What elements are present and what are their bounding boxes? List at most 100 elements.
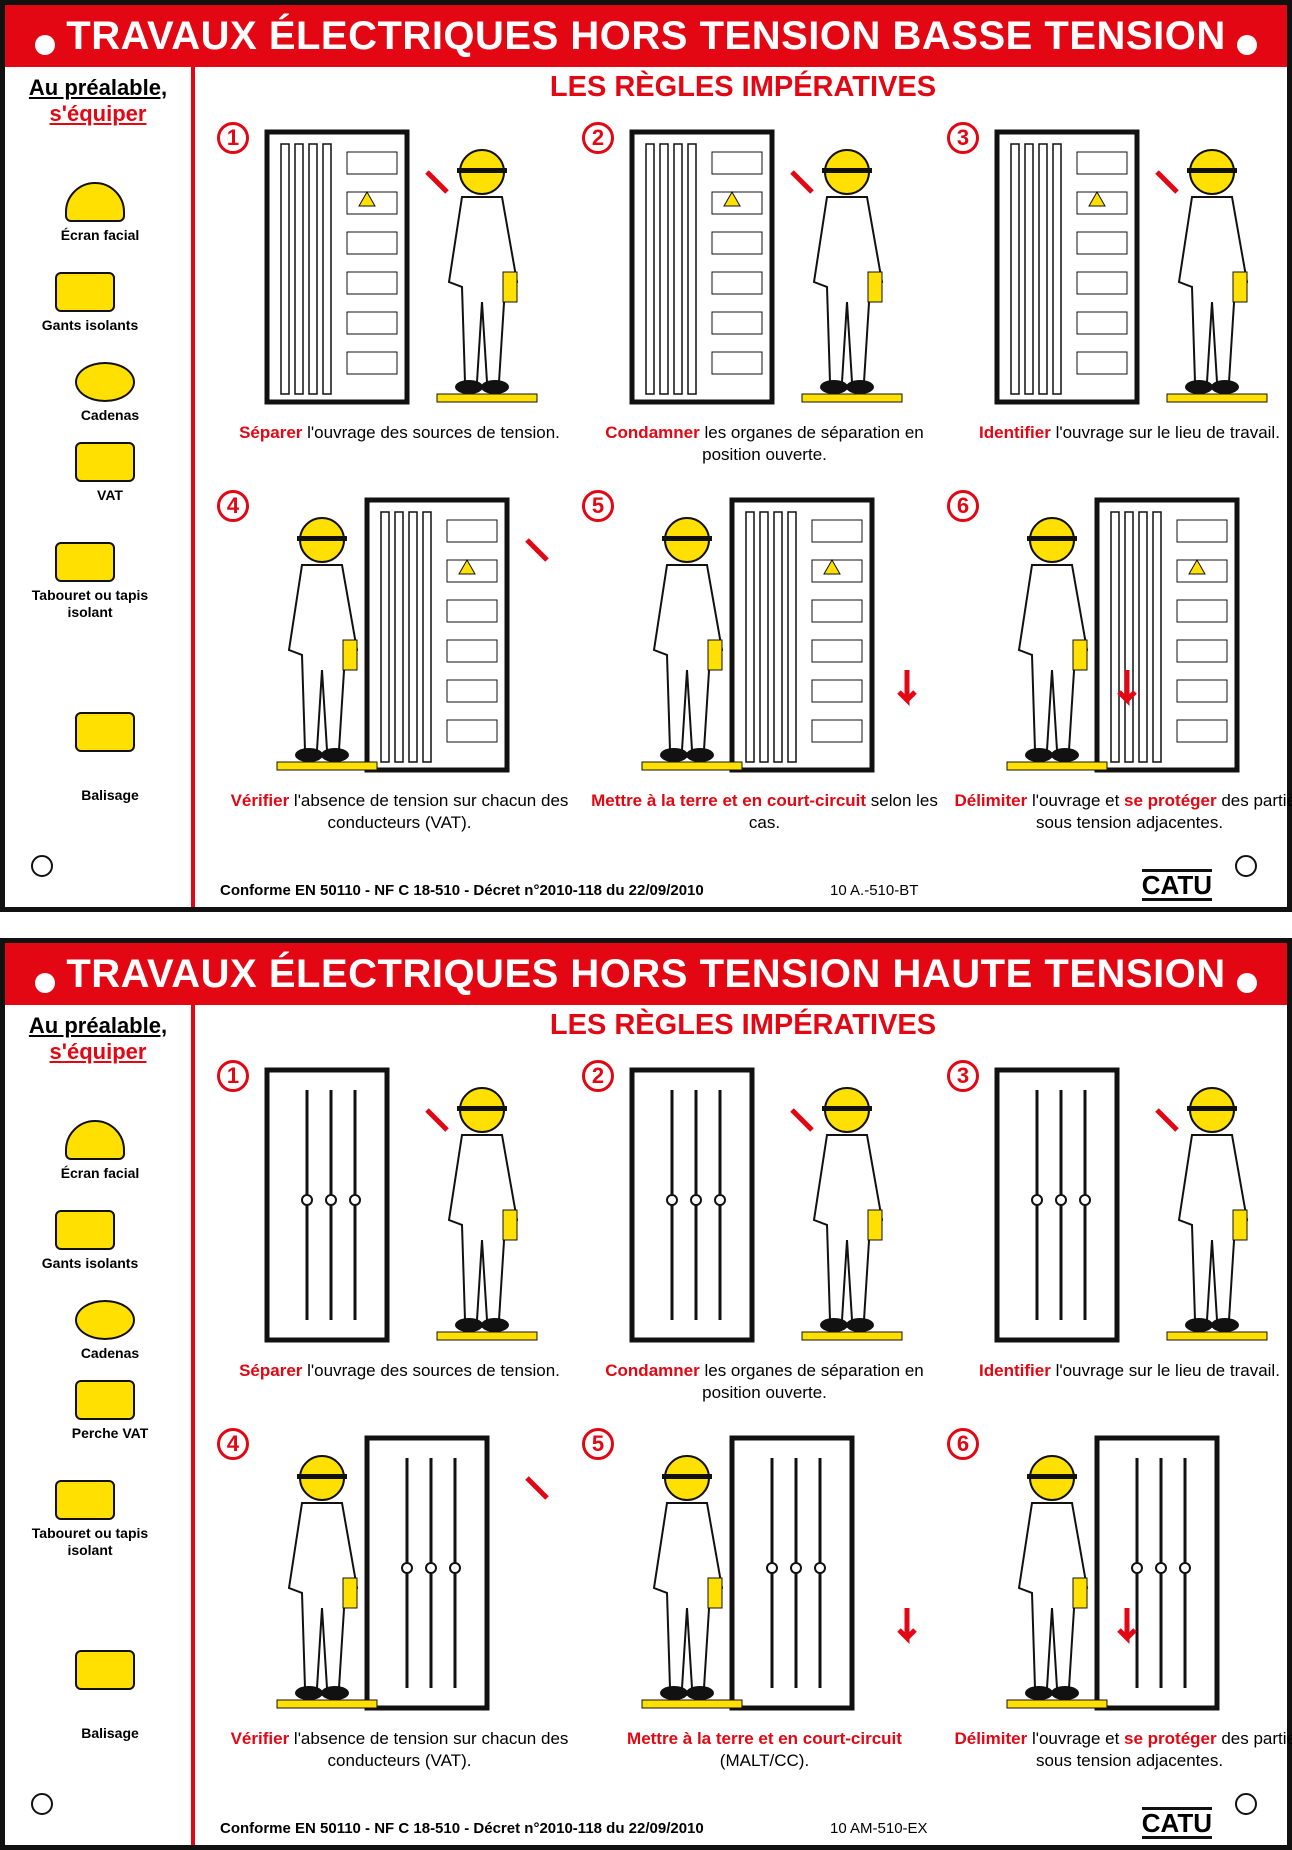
step-keyword: Condamner <box>605 1361 700 1380</box>
step-text: l'ouvrage et <box>1027 1729 1125 1748</box>
catu-logo: CATU <box>1141 1807 1212 1839</box>
reference-code: 10 A.-510-BT <box>830 882 919 899</box>
step-caption: Séparer l'ouvrage des sources de tension… <box>217 1360 582 1382</box>
step-illustration <box>641 1435 917 1711</box>
equipment-item: Écran facial <box>25 1115 175 1182</box>
equipment-label: Cadenas <box>80 1345 140 1361</box>
step-caption: Mettre à la terre et en court-circuit (M… <box>582 1728 947 1772</box>
step-illustration <box>276 1435 549 1711</box>
equipment-item: VAT <box>35 437 185 504</box>
step-illustration <box>264 129 538 405</box>
gloves-icon <box>45 267 135 317</box>
equipment-item: Perche VAT <box>35 1375 185 1442</box>
rules-title: LES RÈGLES IMPÉRATIVES <box>549 71 937 103</box>
red-arrow-icon <box>425 1108 449 1132</box>
electrical-cabinet <box>1094 497 1240 773</box>
step-caption: Mettre à la terre et en court-circuit se… <box>582 790 947 834</box>
red-arrow-icon <box>1155 1108 1179 1132</box>
equipment-item: Cadenas <box>35 1295 185 1362</box>
worker-figure <box>436 149 538 403</box>
electrical-cabinet <box>264 1067 390 1343</box>
step-5: 5 Mettre à la terre et en court-circuit … <box>582 490 947 835</box>
step-illustration <box>641 497 917 773</box>
step-caption: Condamner les organes de séparation en p… <box>582 422 947 466</box>
equipment-label: Écran facial <box>60 1165 140 1181</box>
electrical-cabinet <box>1094 1435 1220 1711</box>
step-text: les organes de séparation en position ou… <box>699 1361 924 1402</box>
equipment-item: Écran facial <box>25 177 175 244</box>
red-arrow-icon <box>790 1108 814 1132</box>
step-number: 5 <box>582 1428 614 1460</box>
step-5: 5 Mettre à la terre et en court-circuit … <box>582 1428 947 1773</box>
step-keyword: Vérifier <box>230 791 290 810</box>
voltage-tester-icon <box>65 437 155 487</box>
step-caption: Vérifier l'absence de tension sur chacun… <box>217 1728 582 1772</box>
equipment-item: Gants isolants <box>15 267 165 334</box>
hole-icon <box>35 973 55 993</box>
step-keyword: Délimiter <box>954 791 1028 810</box>
insulating-mat-icon <box>45 537 135 587</box>
step-illustration <box>264 1067 538 1343</box>
equipment-sidebar: Au préalable, s'équiper Écran facial Gan… <box>5 67 195 907</box>
step-keyword: Mettre à la terre et en court-circuit <box>627 1729 902 1748</box>
worker-figure <box>1166 1087 1268 1341</box>
step-number: 4 <box>217 490 249 522</box>
step-1: 1 Séparer l'ouvrage des sources de tensi… <box>217 122 582 467</box>
low-voltage-panel: TRAVAUX ÉLECTRIQUES HORS TENSION BASSE T… <box>0 0 1292 912</box>
step-caption: Identifier l'ouvrage sur le lieu de trav… <box>947 1360 1292 1382</box>
step-illustration <box>994 129 1268 405</box>
hole-icon <box>1237 973 1257 993</box>
step-number: 4 <box>217 1428 249 1460</box>
equipment-label: Cadenas <box>80 407 140 423</box>
red-arrow-icon <box>897 670 917 707</box>
step-text: l'absence de tension sur chacun des cond… <box>289 791 569 832</box>
equipment-item: Gants isolants <box>15 1205 165 1272</box>
step-text: l'ouvrage des sources de tension. <box>302 1361 560 1380</box>
step-3: 3 Identifier l'ouvrage sur le lieu de tr… <box>947 122 1292 467</box>
worker-figure <box>276 1455 378 1709</box>
step-keyword-2: se protéger <box>1124 1729 1217 1748</box>
electrical-cabinet <box>994 129 1140 405</box>
step-illustration <box>1006 1435 1220 1711</box>
electrical-cabinet <box>629 129 775 405</box>
step-caption: Délimiter l'ouvrage et se protéger des p… <box>947 1728 1292 1772</box>
hole-icon <box>31 1793 53 1815</box>
electrical-cabinet <box>264 129 410 405</box>
step-keyword: Séparer <box>239 1361 303 1380</box>
hole-icon <box>1237 35 1257 55</box>
step-text: (MALT/CC). <box>719 1751 810 1770</box>
step-text: l'absence de tension sur chacun des cond… <box>289 1729 569 1770</box>
equipment-item: Cadenas <box>35 357 185 424</box>
sidebar-subheading: s'équiper <box>49 1039 147 1064</box>
equipment-sidebar: Au préalable, s'équiper Écran facial Gan… <box>5 1005 195 1845</box>
step-keyword: Condamner <box>605 423 700 442</box>
step-number: 3 <box>947 1060 979 1092</box>
catu-logo: CATU <box>1141 869 1212 901</box>
worker-figure <box>1006 517 1108 771</box>
panel-title: TRAVAUX ÉLECTRIQUES HORS TENSION BASSE T… <box>66 13 1226 58</box>
step-illustration <box>629 1067 903 1343</box>
electrical-cabinet <box>364 1435 490 1711</box>
panel-header: TRAVAUX ÉLECTRIQUES HORS TENSION BASSE T… <box>5 5 1287 67</box>
step-number: 1 <box>217 1060 249 1092</box>
step-keyword-2: se protéger <box>1124 791 1217 810</box>
hole-icon <box>31 855 53 877</box>
step-number: 5 <box>582 490 614 522</box>
step-text: l'ouvrage et <box>1027 791 1125 810</box>
step-caption: Condamner les organes de séparation en p… <box>582 1360 947 1404</box>
electrical-cabinet <box>729 497 875 773</box>
step-6: 6 Délimiter l'ouvrage et se protéger des… <box>947 490 1292 835</box>
equipment-label: Tabouret ou tapis isolant <box>31 1525 149 1558</box>
step-number: 3 <box>947 122 979 154</box>
barrier-chain-icon <box>65 1645 155 1725</box>
padlock-icon <box>65 1295 155 1345</box>
step-keyword: Délimiter <box>954 1729 1028 1748</box>
voltage-pole-icon <box>65 1375 155 1425</box>
equipment-label: Écran facial <box>60 227 140 243</box>
worker-figure <box>436 1087 538 1341</box>
electrical-cabinet <box>364 497 510 773</box>
compliance-footer: Conforme EN 50110 - NF C 18-510 - Décret… <box>220 1820 704 1837</box>
worker-figure <box>1166 149 1268 403</box>
electrical-cabinet <box>994 1067 1120 1343</box>
